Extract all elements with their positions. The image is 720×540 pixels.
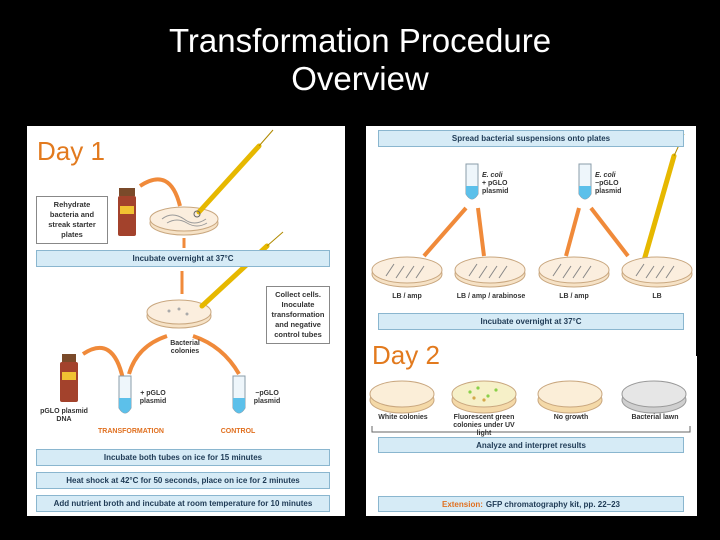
arrow-to-tube-icon [81, 345, 125, 380]
rehydrate-note: Rehydrate bacteria and streak starter pl… [36, 196, 108, 244]
title-line-1: Transformation Procedure [168, 22, 552, 59]
pglo-dna-label: pGLO plasmid DNA [40, 408, 88, 423]
ice-bar: Incubate both tubes on ice for 15 minute… [36, 449, 330, 466]
plus-pglo-species: E. coli [482, 172, 503, 179]
result-label-1: White colonies [378, 414, 428, 421]
colonies-dish [146, 299, 212, 329]
result-label-2: Fluorescent green colonies under UV ligh… [453, 414, 515, 437]
arrow-to-transformation-icon [127, 334, 168, 375]
collect-cells-note: Collect cells. Inoculate transformation … [266, 286, 330, 344]
pglo-vial-icon [60, 354, 78, 402]
day2-illustrations [369, 133, 693, 433]
bacterial-colonies-label: Bacterial colonies [170, 340, 200, 355]
plate-label-2: LB / amp / arabinose [456, 293, 526, 300]
bacteria-vial-icon [118, 188, 136, 236]
minus-pglo-label: −pGLO plasmid [253, 390, 281, 405]
extension-label: Extension: [441, 499, 483, 509]
transformation-tube-icon [118, 375, 132, 414]
minus-pglo-tube-icon [578, 163, 592, 200]
inoculation-loop-icon-3 [640, 133, 685, 267]
plus-pglo-tube-label: E. coli + pGLO plasmid [482, 172, 522, 196]
title-line-2: Overview [291, 60, 429, 97]
result-plates-row [369, 380, 687, 414]
analyze-bar: Analyze and interpret results [378, 437, 684, 453]
nutrient-broth-bar: Add nutrient broth and incubate at room … [36, 495, 330, 512]
transformation-label: TRANSFORMATION [98, 428, 164, 435]
plus-pglo-label: + pGLO plasmid [139, 390, 167, 405]
plates-row [371, 256, 693, 288]
day1-illustrations [60, 129, 284, 414]
right-edge-line [696, 126, 699, 356]
arrow-plate2-icon [476, 207, 486, 257]
extension-text: GFP chromatography kit, pp. 22–23 [485, 499, 621, 509]
minus-pglo-species: E. coli [595, 172, 616, 179]
day2-panel: Spread bacterial suspensions onto plates… [366, 126, 697, 516]
incubate-overnight-bar: Incubate overnight at 37°C [36, 250, 330, 267]
day2-label: Day 2 [372, 340, 440, 370]
arrow-plate4-icon [589, 206, 630, 258]
day1-panel: Day 1 Rehydrate bacteria and streak star… [27, 126, 345, 516]
result-label-4: Bacterial lawn [631, 414, 679, 421]
slide-title: Transformation Procedure Overview [0, 22, 720, 98]
results-bracket [371, 426, 691, 433]
starter-plate-dish [149, 206, 219, 236]
plate-label-3: LB / amp [559, 293, 589, 300]
inoculation-loop-icon [193, 129, 274, 218]
extension-bar: Extension: GFP chromatography kit, pp. 2… [378, 496, 684, 512]
minus-pglo-tube-label: E. coli −pGLO plasmid [595, 172, 635, 196]
plus-pglo-tube-icon [465, 163, 479, 200]
minus-pglo-desc: −pGLO plasmid [595, 180, 622, 195]
plate-label-4: LB [652, 293, 662, 300]
control-tube-icon [232, 375, 246, 414]
arrow-to-plate-icon [138, 177, 182, 207]
incubate-overnight-bar-2: Incubate overnight at 37°C [378, 313, 684, 330]
control-label: CONTROL [220, 428, 256, 435]
spread-bar: Spread bacterial suspensions onto plates [378, 130, 684, 147]
arrow-plate1-icon [422, 206, 468, 258]
arrow-to-control-icon [192, 334, 241, 376]
plate-label-1: LB / amp [392, 293, 422, 300]
plus-pglo-desc: + pGLO plasmid [482, 180, 509, 195]
result-label-3: No growth [553, 414, 589, 421]
arrow-plate3-icon [564, 207, 581, 257]
heat-shock-bar: Heat shock at 42°C for 50 seconds, place… [36, 472, 330, 489]
day1-label: Day 1 [37, 136, 105, 166]
